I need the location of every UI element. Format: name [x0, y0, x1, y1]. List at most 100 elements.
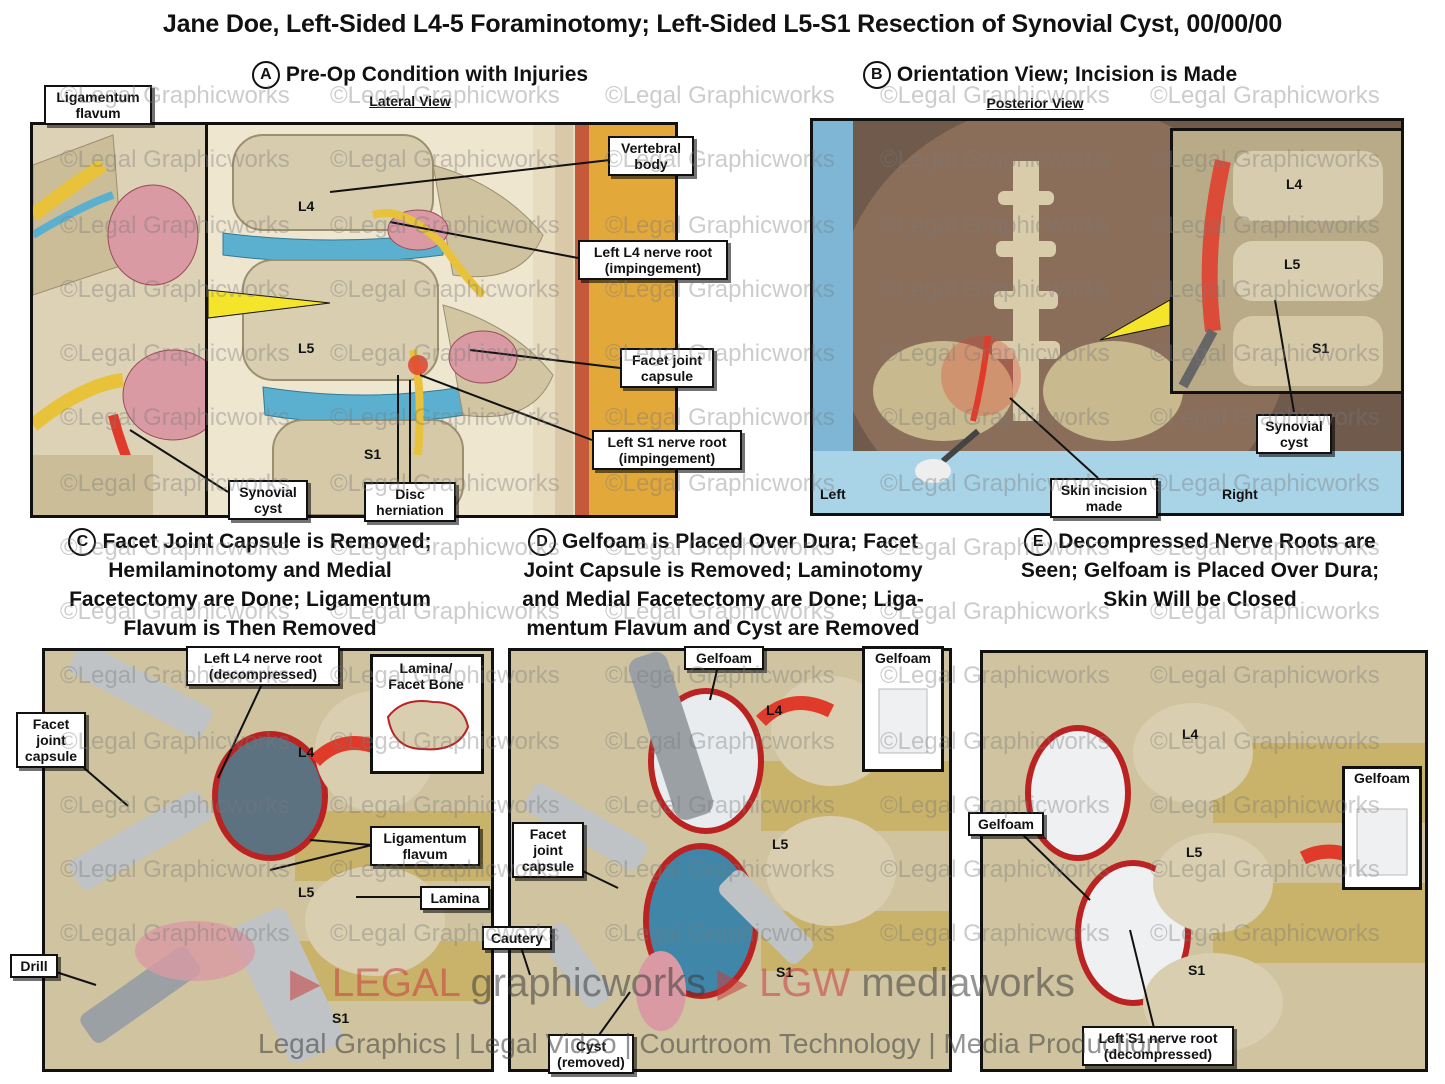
panel-a-view: Lateral View [369, 93, 451, 109]
level-l5-d: L5 [772, 836, 789, 852]
label-lamina: Lamina [420, 886, 490, 910]
label-text: (impingement) [618, 450, 716, 466]
label-text: Facet joint [631, 352, 702, 368]
label-l4-nerve-decompressed: Left L4 nerve root (decompressed) [186, 646, 340, 686]
label-text: Ligamentum [383, 830, 467, 846]
panel-e-title-line: Skin Will be Closed [1103, 588, 1297, 611]
brand-play-icon-2: ▶ [717, 961, 749, 1005]
level-s1-b: S1 [1312, 340, 1330, 356]
inset-svg [33, 125, 205, 515]
footer-tagline: Legal Graphics | Legal Video | Courtroom… [258, 1028, 1162, 1059]
brand-lgw: LGW [759, 961, 851, 1005]
label-text: joint [36, 732, 66, 748]
label-gelfoam-d: Gelfoam [684, 646, 764, 670]
brand-mediaworks: mediaworks [861, 961, 1075, 1005]
label-skin-incision-made: Skin incision made [1050, 478, 1158, 518]
label-text: Left S1 nerve root [607, 434, 727, 450]
label-text: made [1085, 498, 1123, 514]
label-text: Left L4 nerve root [593, 244, 713, 260]
panel-e-title-line: Seen; Gelfoam is Placed Over Dura; [1020, 559, 1380, 582]
panel-b-letter: B [862, 61, 891, 89]
level-l4-c: L4 [298, 744, 315, 760]
label-cautery: Cautery [482, 926, 552, 950]
level-s1-d: S1 [776, 964, 794, 980]
label-disc-herniation: Disc herniation [364, 482, 456, 522]
label-text: Facet [529, 826, 567, 842]
panel-c-title-line: Facet Joint Capsule is Removed; [102, 530, 432, 553]
panel-c-title-line: Flavum is Then Removed [123, 617, 377, 640]
panel-e-title-line: Decompressed Nerve Roots are [1058, 530, 1376, 553]
label-facet-joint-capsule-d: Facet joint capsule [512, 822, 584, 878]
label-text: capsule [640, 368, 694, 384]
label-s1-nerve-decompressed: Left S1 nerve root (decompressed) [1082, 1026, 1234, 1066]
label-text: Disc [395, 486, 425, 502]
level-l5-e: L5 [1186, 844, 1203, 860]
label-text: Left L4 nerve root [203, 650, 323, 666]
level-l5-b: L5 [1284, 256, 1301, 272]
label-facet-joint-capsule: Facet joint capsule [620, 348, 714, 388]
label-text: Facet Bone [388, 676, 464, 692]
panel-e-letter: E [1024, 528, 1053, 556]
panel-d-title-line: mentum Flavum and Cyst are Removed [526, 617, 920, 640]
label-synovial-cyst: Synovial cyst [228, 480, 308, 520]
label-s1-nerve-impingement: Left S1 nerve root (impingement) [592, 430, 742, 470]
panel-c-title-line: Facetectomy are Done; Ligamentum [69, 588, 431, 611]
label-text: cyst [253, 500, 283, 516]
label-text: Lamina/ [399, 660, 453, 676]
label-gelfoam-inset-e: Gelfoam [1353, 770, 1410, 786]
label-ligamentum-flavum: Ligamentum flavum [44, 85, 152, 125]
panel-c-title-line: Hemilaminotomy and Medial [108, 559, 392, 582]
panel-a-inset-illustration [30, 122, 208, 518]
label-lamina-facet-bone: Lamina/ Facet Bone [376, 658, 476, 694]
panel-c-removed-bone-inset [370, 654, 484, 774]
label-ligamentum-flavum-c: Ligamentum flavum [370, 826, 480, 866]
label-text: (impingement) [604, 260, 702, 276]
panel-d-gelfoam-inset [862, 646, 944, 772]
label-gelfoam-inset-d: Gelfoam [874, 650, 931, 666]
label-text: joint [533, 842, 563, 858]
brand-legal: LEGAL [331, 961, 460, 1005]
level-l4-d: L4 [766, 702, 783, 718]
label-text: Synovial [239, 484, 297, 500]
label-text: body [634, 156, 668, 172]
label-text: herniation [376, 502, 444, 518]
panel-e-gelfoam-inset [1342, 766, 1422, 890]
level-s1-e: S1 [1188, 962, 1206, 978]
panel-b-view: Posterior View [986, 95, 1084, 111]
panel-d-title-line: and Medial Facetectomy are Done; Liga- [522, 588, 924, 611]
side-right: Right [1222, 486, 1258, 502]
page-title: Jane Doe, Left-Sided L4-5 Foraminotomy; … [162, 10, 1283, 38]
label-text: capsule [24, 748, 78, 764]
level-l5-c: L5 [298, 884, 315, 900]
panel-a-title-text: Pre-Op Condition with Injuries [285, 63, 589, 86]
level-l4-b: L4 [1286, 176, 1303, 192]
footer-brand: ▶ LEGAL graphicworks ▶ LGW mediaworks [290, 960, 1190, 1006]
label-text: (decompressed) [1103, 1046, 1213, 1062]
label-text: cyst [1279, 434, 1309, 450]
panel-c-letter: C [68, 528, 97, 556]
label-text: capsule [521, 858, 575, 874]
label-l4-nerve-impingement: Left L4 nerve root (impingement) [578, 240, 728, 280]
brand-play-icon: ▶ [290, 961, 321, 1005]
panel-a-letter: A [251, 61, 280, 89]
level-l4: L4 [298, 198, 315, 214]
bone-fragment-svg [373, 657, 481, 771]
label-text: Facet [32, 716, 70, 732]
panel-d-letter: D [528, 528, 556, 556]
brand-graphicworks: graphicworks [470, 961, 707, 1005]
level-l5: L5 [298, 340, 315, 356]
label-text: Synovial [1265, 418, 1323, 434]
label-facet-joint-capsule-c: Facet joint capsule [16, 712, 86, 768]
label-text: Ligamentum [56, 89, 140, 105]
gelfoam-pad-svg [865, 649, 941, 769]
panel-d-title-line: Joint Capsule is Removed; Laminotomy [523, 559, 923, 582]
gelfoam-pad-e-svg [1345, 769, 1419, 887]
level-s1-c: S1 [332, 1010, 350, 1026]
label-drill: Drill [10, 954, 58, 978]
label-text: flavum [402, 846, 448, 862]
panel-d-title-line: Gelfoam is Placed Over Dura; Facet [562, 530, 918, 553]
